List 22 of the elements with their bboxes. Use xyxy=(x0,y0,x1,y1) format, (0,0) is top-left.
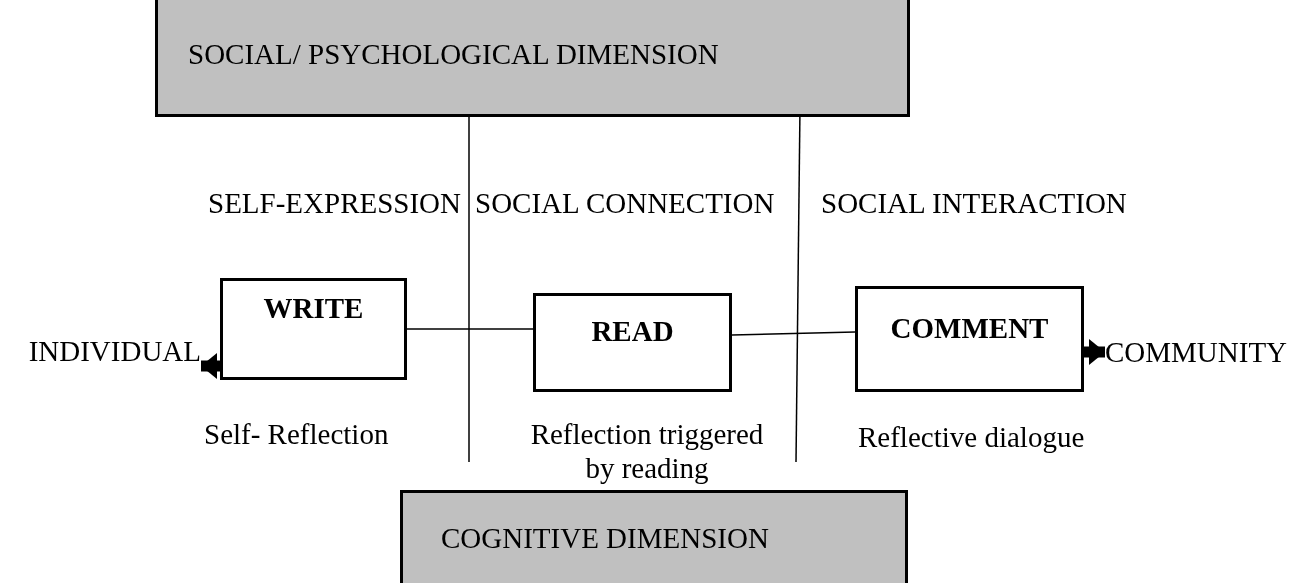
process-label: COMMENT xyxy=(890,311,1049,345)
dimension-title: SOCIAL/ PSYCHOLOGICAL DIMENSION xyxy=(188,37,719,71)
process-box xyxy=(855,286,1084,392)
caption-text: Self- Reflection xyxy=(204,417,389,451)
category-label: SELF-EXPRESSION xyxy=(208,186,461,220)
connector-line xyxy=(406,328,534,330)
endpoint-label: INDIVIDUAL xyxy=(28,334,201,368)
dimension-box xyxy=(155,0,910,117)
caption-text: Reflection triggered by reading xyxy=(529,417,765,485)
process-box xyxy=(533,293,732,392)
category-label: SOCIAL CONNECTION xyxy=(475,186,775,220)
process-label: WRITE xyxy=(263,291,364,325)
category-label: SOCIAL INTERACTION xyxy=(821,186,1127,220)
dimension-box xyxy=(400,490,908,583)
block-arrow xyxy=(1084,339,1105,365)
endpoint-label: COMMUNITY xyxy=(1105,335,1288,369)
process-label: READ xyxy=(591,314,674,348)
dimension-title: COGNITIVE DIMENSION xyxy=(441,521,769,555)
connector-line xyxy=(731,331,856,336)
caption-text: Reflective dialogue xyxy=(858,420,1085,454)
block-arrow xyxy=(201,353,220,379)
process-box xyxy=(220,278,407,380)
